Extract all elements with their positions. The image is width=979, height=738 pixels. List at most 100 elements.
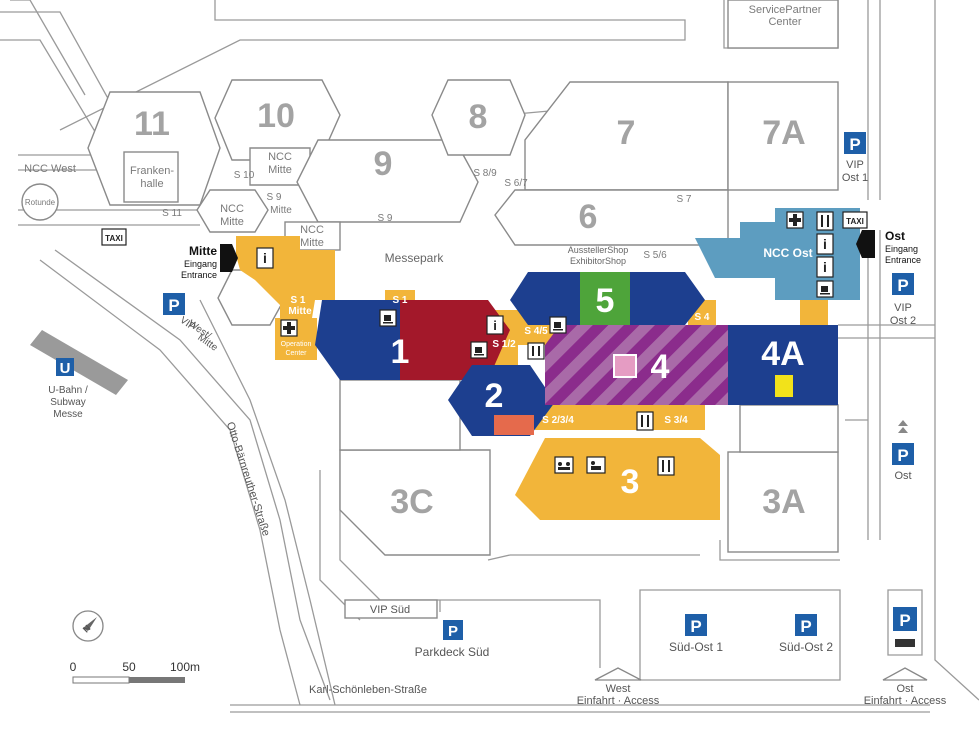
parking-ost[interactable]: P Ost	[892, 420, 914, 482]
frankenhalle-label-2: halle	[140, 178, 163, 190]
passage-labels: S 10 S 11 S 9 Mitte S 9 S 8/9 S 6/7 S 7 …	[162, 168, 710, 426]
hall-1[interactable]	[315, 300, 400, 380]
parking-icon: P	[690, 617, 701, 636]
subway-station[interactable]: U U-Bahn / Subway Messe	[30, 330, 128, 420]
operation-label-2: Center	[285, 350, 307, 357]
first-aid-icon[interactable]	[786, 211, 804, 229]
hall-label-8: 8	[469, 98, 488, 136]
hall-4-surround	[339, 379, 461, 451]
svg-text:i: i	[823, 259, 827, 275]
parking-vip-ost1[interactable]: P VIP Ost 1	[842, 132, 868, 184]
frankenhalle-label-1: Franken-	[130, 165, 174, 177]
frankenhalle[interactable]	[123, 151, 179, 203]
road-karl-schoenleben: Karl-Schönleben-Straße	[309, 684, 427, 696]
sued-ost2-label: Süd-Ost 2	[779, 640, 833, 654]
cafe-icon[interactable]	[470, 341, 488, 359]
hall-3a[interactable]	[727, 451, 839, 553]
hall-label-9: 9	[374, 145, 393, 183]
vip-ost1-label-2: Ost 1	[842, 172, 868, 184]
svg-text:i: i	[493, 318, 497, 333]
ubahn-label-3: Messe	[53, 409, 83, 420]
entrance-ost[interactable]: Ost Eingang Entrance	[856, 229, 921, 265]
parking-icon: P	[800, 617, 811, 636]
info-icon[interactable]: i	[256, 247, 274, 269]
hall-8[interactable]	[431, 79, 526, 156]
info-icon[interactable]: i	[816, 256, 834, 278]
passage-s56: S 5/6	[643, 250, 667, 261]
parking-sued-ost2[interactable]: P Süd-Ost 2	[779, 614, 833, 654]
aussteller-label-2: ExhibitorShop	[570, 256, 626, 266]
passage-s9a: S 9	[266, 192, 281, 203]
ncc-mitte-left[interactable]	[196, 189, 269, 233]
hall-label-2: 2	[485, 377, 504, 415]
s234-connector[interactable]	[535, 405, 705, 430]
info-icon[interactable]: i	[816, 233, 834, 255]
restaurant-icon[interactable]	[816, 211, 834, 231]
hall-1-red[interactable]	[400, 300, 510, 380]
service-partner-label-2: Center	[768, 16, 801, 28]
ubahn-label-2: Subway	[50, 397, 86, 408]
ncc-mitte-label-a1: NCC	[268, 151, 292, 163]
hall-3[interactable]	[515, 438, 720, 520]
parking-icon: P	[897, 446, 908, 465]
taxi-icon[interactable]: TAXI	[101, 228, 127, 246]
info-icon[interactable]: i	[486, 315, 504, 335]
rotunde[interactable]	[21, 183, 59, 221]
access-ost[interactable]: Ost Einfahrt · Access	[864, 667, 947, 707]
hall-label-7a: 7A	[762, 114, 805, 152]
service-partner-label-1: ServicePartner	[749, 4, 822, 16]
scale-0: 0	[70, 660, 77, 674]
lounge-icon[interactable]	[586, 456, 606, 474]
parking-icon: P	[897, 276, 908, 295]
parking-vip-ost2[interactable]: P VIP Ost 2	[890, 273, 916, 327]
vip-sued-building[interactable]	[344, 599, 438, 619]
access-west-label-1: West	[606, 683, 631, 695]
passage-s1-mitte-sub: Mitte	[288, 306, 312, 317]
hall-4a-yellow-block	[775, 375, 793, 397]
hall-6[interactable]	[494, 189, 729, 246]
restaurant-icon[interactable]	[636, 411, 654, 431]
cafe-icon[interactable]	[379, 309, 397, 327]
hall-4-pink-block	[613, 354, 637, 378]
passage-s45: S 4/5	[524, 326, 548, 337]
passage-s234: S 2/3/4	[542, 415, 574, 426]
access-ost-label-1: Ost	[896, 683, 913, 695]
access-west-label-2: Einfahrt · Access	[577, 695, 660, 707]
ncc-ost-connector[interactable]	[800, 300, 828, 328]
hall-label-7: 7	[617, 114, 636, 152]
parking-sued-ost1[interactable]: P Süd-Ost 1	[669, 614, 723, 654]
svg-text:i: i	[263, 250, 267, 266]
messepark-label: Messepark	[385, 251, 445, 265]
operation-label-1: Operation	[281, 341, 312, 348]
parkdeck-sued[interactable]: P	[443, 620, 463, 640]
hall-7a[interactable]	[727, 81, 839, 191]
meeting-icon[interactable]	[554, 456, 574, 474]
scale-50: 50	[122, 660, 136, 674]
hall-3c[interactable]	[339, 449, 491, 556]
ncc-mitte-label-a2: Mitte	[268, 164, 292, 176]
entrance-mitte[interactable]: Mitte Eingang Entrance	[181, 244, 238, 280]
restaurant-icon[interactable]	[527, 342, 545, 360]
first-aid-icon[interactable]	[280, 319, 298, 337]
service-partner-center[interactable]	[727, 0, 839, 49]
cafe-icon[interactable]	[816, 280, 834, 298]
bus-parking[interactable]: P	[893, 607, 917, 647]
taxi-icon[interactable]: TAXI	[842, 211, 868, 229]
hall-label-3a: 3A	[762, 483, 805, 521]
rotunde-label: Rotunde	[25, 198, 56, 207]
restaurant-icon[interactable]	[657, 456, 675, 476]
access-ost-label-2: Einfahrt · Access	[864, 695, 947, 707]
entrance-ost-sub1: Eingang	[885, 244, 918, 254]
passage-mitte: Mitte	[270, 205, 292, 216]
grey-halls	[21, 0, 839, 619]
vip-ost2-label-2: Ost 2	[890, 315, 916, 327]
hall-labels: 11 10 9 8 7 7A 6 3C 3A 1 2 3 4 4A 5	[134, 97, 806, 521]
ncc-west-label: NCC West	[24, 163, 76, 175]
cafe-icon[interactable]	[549, 316, 567, 334]
ncc-mitte-label-b1: NCC	[220, 203, 244, 215]
hall-label-6: 6	[579, 198, 598, 236]
north-arrow-icon: N	[72, 610, 104, 642]
access-west[interactable]: West Einfahrt · Access	[577, 667, 660, 707]
bus-icon	[895, 639, 915, 647]
